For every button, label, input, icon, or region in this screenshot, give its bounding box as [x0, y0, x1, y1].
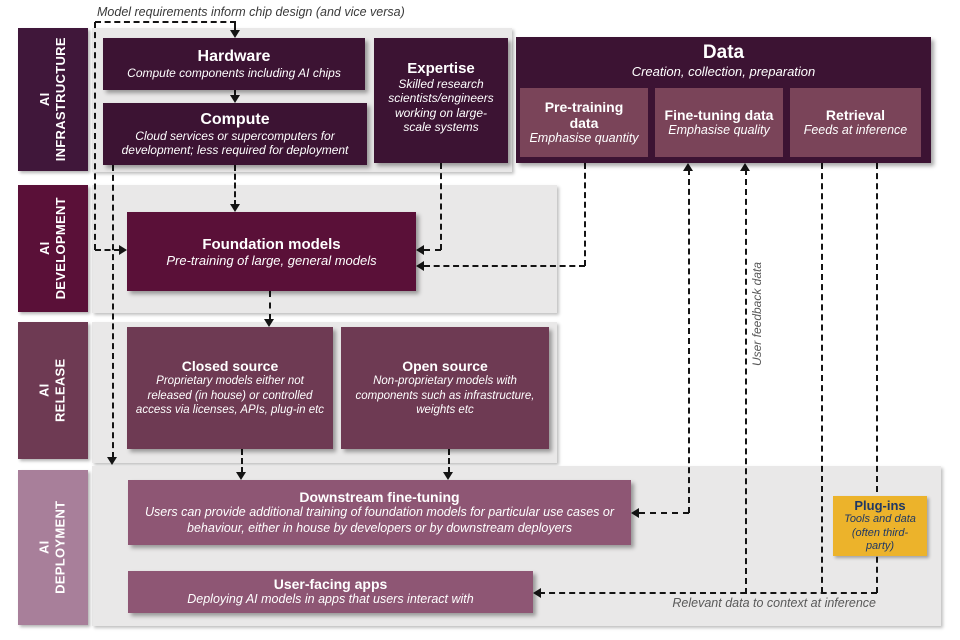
user-apps-subtitle: Deploying AI models in apps that users i… [187, 592, 474, 607]
plugins-title: Plug-ins [854, 497, 906, 513]
arrowhead-icon-into-user-apps-right [533, 588, 541, 598]
open-source-subtitle: Non-proprietary models with components s… [355, 375, 535, 417]
compute-box: Compute Cloud services or supercomputers… [103, 103, 367, 165]
open-source-box: Open source Non-proprietary models with … [341, 327, 549, 449]
connector-chipdesign-drop [234, 22, 236, 31]
retrieval-box: Retrieval Feeds at inference [790, 88, 921, 157]
compute-subtitle: Cloud services or supercomputers for dev… [121, 128, 349, 157]
stage-label-line2: DEVELOPMENT [53, 197, 69, 300]
data-title: Data [702, 42, 745, 63]
compute-title: Compute [200, 110, 270, 128]
connector-closed-to-downstream [241, 449, 243, 473]
stage-label-line2: DEPLOYMENT [53, 500, 69, 595]
stage-label-line1: AI [36, 92, 52, 107]
connector-compute-to-foundation [234, 165, 236, 206]
foundation-subtitle: Pre-training of large, general models [166, 252, 377, 268]
connector-retrieval-line-1 [821, 163, 823, 593]
chip-design-annotation: Model requirements inform chip design (a… [97, 5, 405, 19]
connector-finetuning-in [639, 512, 689, 514]
hardware-title: Hardware [197, 47, 271, 65]
connector-finetuning-link [688, 169, 690, 513]
finetuning-title: Fine-tuning data [664, 106, 774, 123]
retrieval-title: Retrieval [825, 106, 886, 123]
arrowhead-icon-into-foundation-top [230, 204, 240, 212]
relevant-data-annotation: Relevant data to context at inference [672, 596, 876, 610]
arrowhead-icon-into-foundation-right-2 [416, 261, 424, 271]
arrowhead-icon-into-compute [230, 95, 240, 103]
foundation-title: Foundation models [202, 235, 341, 253]
connector-compute-to-deployment [112, 165, 114, 458]
user-apps-title: User-facing apps [273, 576, 388, 593]
connector-hardware-to-compute [234, 90, 236, 97]
data-subtitle: Creation, collection, preparation [631, 64, 816, 79]
user-feedback-annotation: User feedback data [750, 261, 764, 367]
arrowhead-icon-into-downstream-right [631, 508, 639, 518]
expertise-title: Expertise [407, 60, 475, 77]
connector-open-to-downstream [448, 449, 450, 473]
stage-label-line1: AI [36, 241, 52, 256]
arrowhead-icon-into-downstream-1 [236, 472, 246, 480]
connector-chipdesign-top [95, 21, 236, 23]
stage-label-line2: RELEASE [52, 358, 68, 423]
arrowhead-icon-into-downstream-2 [443, 472, 453, 480]
foundation-models-box: Foundation models Pre-training of large,… [127, 212, 416, 291]
connector-pretraining-drop [584, 163, 586, 266]
downstream-finetuning-box: Downstream fine-tuning Users can provide… [128, 480, 631, 545]
closed-source-box: Closed source Proprietary models either … [127, 327, 333, 449]
downstream-title: Downstream fine-tuning [299, 488, 460, 505]
arrowhead-icon-into-hardware [230, 30, 240, 38]
arrowhead-icon-into-finetuning-data-1 [683, 163, 693, 171]
arrowhead-icon-into-foundation-right-1 [416, 245, 424, 255]
stage-label-line2: INFRASTRUCTURE [53, 37, 68, 162]
stage-label-line1: AI [36, 540, 52, 555]
pretraining-data-box: Pre-training data Emphasise quantity [520, 88, 648, 157]
arrowhead-icon-into-closed-source [264, 319, 274, 327]
arrowhead-icon-into-deployment-band [107, 457, 117, 465]
arrowhead-icon-into-foundation-left [119, 245, 127, 255]
pretraining-title: Pre-training data [544, 98, 624, 131]
user-facing-apps-box: User-facing apps Deploying AI models in … [128, 571, 533, 613]
connector-relevant-data-line [539, 592, 877, 594]
connector-expertise-in [424, 249, 441, 251]
expertise-subtitle: Skilled research scientists/engineers wo… [388, 77, 494, 135]
connector-chipdesign-left [94, 22, 96, 250]
connector-pretraining-in [424, 265, 585, 267]
plugins-subtitle: Tools and data (often third-party) [844, 512, 916, 553]
hardware-subtitle: Compute components including AI chips [127, 65, 341, 80]
arrowhead-icon-into-finetuning-data-2 [740, 163, 750, 171]
closed-source-subtitle: Proprietary models either not released (… [135, 375, 325, 417]
connector-foundation-to-release [269, 291, 271, 320]
open-source-title: Open source [402, 358, 488, 375]
pretraining-subtitle: Emphasise quantity [529, 130, 639, 145]
plugins-box: Plug-ins Tools and data (often third-par… [833, 496, 927, 556]
hardware-box: Hardware Compute components including AI… [103, 38, 365, 90]
connector-user-feedback-line [745, 169, 747, 594]
retrieval-subtitle: Feeds at inference [803, 122, 908, 137]
downstream-subtitle: Users can provide additional training of… [144, 504, 614, 535]
finetuning-data-box: Fine-tuning data Emphasise quality [655, 88, 783, 157]
stage-label-line1: AI [36, 383, 52, 398]
expertise-box: Expertise Skilled research scientists/en… [374, 38, 508, 163]
connector-foundation-in-left [95, 249, 120, 251]
connector-retrieval-line-2 [876, 163, 878, 593]
finetuning-subtitle: Emphasise quality [668, 122, 770, 137]
closed-source-title: Closed source [181, 358, 279, 375]
connector-expertise-drop [440, 163, 442, 250]
